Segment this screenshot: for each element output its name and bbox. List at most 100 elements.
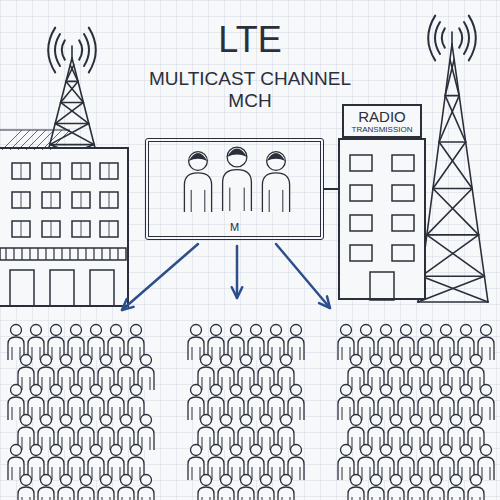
sketch-stroke bbox=[338, 138, 426, 300]
sketch-stroke bbox=[81, 415, 92, 426]
person-figure bbox=[388, 475, 404, 500]
sketch-stroke bbox=[427, 188, 472, 234]
sketch-stroke bbox=[361, 325, 372, 336]
person-figure bbox=[288, 445, 304, 481]
sketch-stroke bbox=[439, 96, 459, 142]
sketch-stroke bbox=[244, 188, 245, 211]
person-figure bbox=[408, 355, 424, 391]
sketch-stroke bbox=[50, 124, 89, 145]
sketch-stroke bbox=[21, 475, 32, 486]
person-figure bbox=[48, 445, 64, 481]
person-figure bbox=[58, 415, 74, 451]
sketch-stroke bbox=[281, 415, 292, 426]
sketch-stroke bbox=[55, 124, 94, 145]
person-figure bbox=[398, 445, 414, 481]
person-figure bbox=[78, 355, 94, 391]
sketch-stroke bbox=[421, 275, 484, 277]
person-figure bbox=[198, 475, 214, 500]
signal-waves bbox=[428, 16, 476, 61]
sketch-stroke bbox=[460, 497, 461, 500]
sketch-stroke bbox=[468, 487, 484, 500]
sketch-stroke bbox=[342, 347, 343, 360]
sketch-stroke bbox=[361, 445, 372, 456]
person-figure bbox=[208, 385, 224, 421]
sketch-stroke bbox=[11, 385, 22, 396]
sketch-stroke bbox=[81, 475, 92, 486]
sketch-stroke bbox=[227, 149, 247, 157]
sketch-stroke bbox=[71, 325, 82, 336]
sketch-stroke bbox=[66, 81, 78, 83]
sketch-stroke bbox=[101, 415, 112, 426]
person-figure bbox=[358, 445, 374, 481]
person-figure bbox=[348, 415, 364, 451]
person-figure bbox=[8, 445, 24, 481]
sketch-stroke bbox=[351, 415, 362, 426]
person-figure bbox=[98, 475, 114, 500]
person-figure bbox=[18, 415, 34, 451]
sketch-stroke bbox=[431, 475, 442, 486]
sketch-stroke bbox=[42, 497, 43, 500]
person-figure bbox=[348, 475, 364, 500]
person-figure bbox=[448, 475, 464, 500]
sketch-stroke bbox=[421, 385, 432, 396]
sketch-stroke bbox=[276, 244, 330, 308]
sketch-stroke bbox=[98, 487, 114, 500]
sketch-stroke bbox=[341, 325, 352, 336]
sketch-stroke bbox=[241, 415, 252, 426]
sketch-stroke bbox=[202, 497, 203, 500]
person-figure bbox=[398, 325, 414, 361]
sketch-stroke bbox=[418, 301, 488, 303]
sketch-stroke bbox=[445, 95, 459, 97]
sketch-stroke bbox=[269, 190, 270, 212]
sketch-stroke bbox=[412, 497, 413, 500]
sketch-stroke bbox=[451, 475, 462, 486]
sketch-stroke bbox=[271, 385, 282, 396]
sketch-stroke bbox=[93, 248, 94, 260]
sketch-stroke bbox=[490, 407, 491, 420]
sketch-stroke bbox=[282, 190, 283, 212]
sketch-stroke bbox=[441, 325, 452, 336]
sketch-stroke bbox=[451, 355, 462, 366]
person-figure bbox=[478, 325, 494, 361]
sketch-stroke bbox=[38, 487, 54, 500]
screen-box: M bbox=[145, 138, 324, 240]
sketch-stroke bbox=[270, 497, 271, 500]
sketch-stroke bbox=[231, 385, 242, 396]
sketch-stroke bbox=[481, 325, 492, 336]
sketch-stroke bbox=[192, 467, 193, 480]
sketch-stroke bbox=[11, 445, 22, 456]
sketch-stroke bbox=[141, 415, 152, 426]
sketch-stroke bbox=[222, 497, 223, 500]
sketch-stroke bbox=[189, 152, 208, 171]
person-figure bbox=[58, 355, 74, 391]
person-figure bbox=[28, 325, 44, 361]
person-figure bbox=[18, 475, 34, 500]
sketch-stroke bbox=[401, 445, 412, 456]
sketch-stroke bbox=[111, 325, 122, 336]
person-figure bbox=[48, 325, 64, 361]
sketch-stroke bbox=[350, 245, 372, 261]
sketch-stroke bbox=[221, 355, 232, 366]
sketch-stroke bbox=[101, 355, 112, 366]
sketch-stroke bbox=[461, 325, 472, 336]
sketch-stroke bbox=[408, 487, 424, 500]
person-figure bbox=[8, 385, 24, 421]
person-figure bbox=[368, 355, 384, 391]
person-figure bbox=[368, 475, 384, 500]
sketch-stroke bbox=[352, 497, 353, 500]
sketch-stroke bbox=[61, 102, 89, 123]
sketch-stroke bbox=[31, 445, 42, 456]
person-figure bbox=[458, 325, 474, 361]
sketch-stroke bbox=[371, 355, 382, 366]
sketch-stroke bbox=[10, 130, 30, 150]
sketch-stroke bbox=[400, 497, 401, 500]
sketch-stroke bbox=[221, 415, 232, 426]
sketch-stroke bbox=[42, 192, 60, 208]
person-figure bbox=[268, 325, 284, 361]
sketch-stroke bbox=[319, 296, 330, 308]
sketch-stroke bbox=[29, 248, 30, 260]
sketch-stroke bbox=[12, 467, 13, 480]
sketch-stroke bbox=[61, 415, 72, 426]
sketch-stroke bbox=[51, 163, 52, 179]
